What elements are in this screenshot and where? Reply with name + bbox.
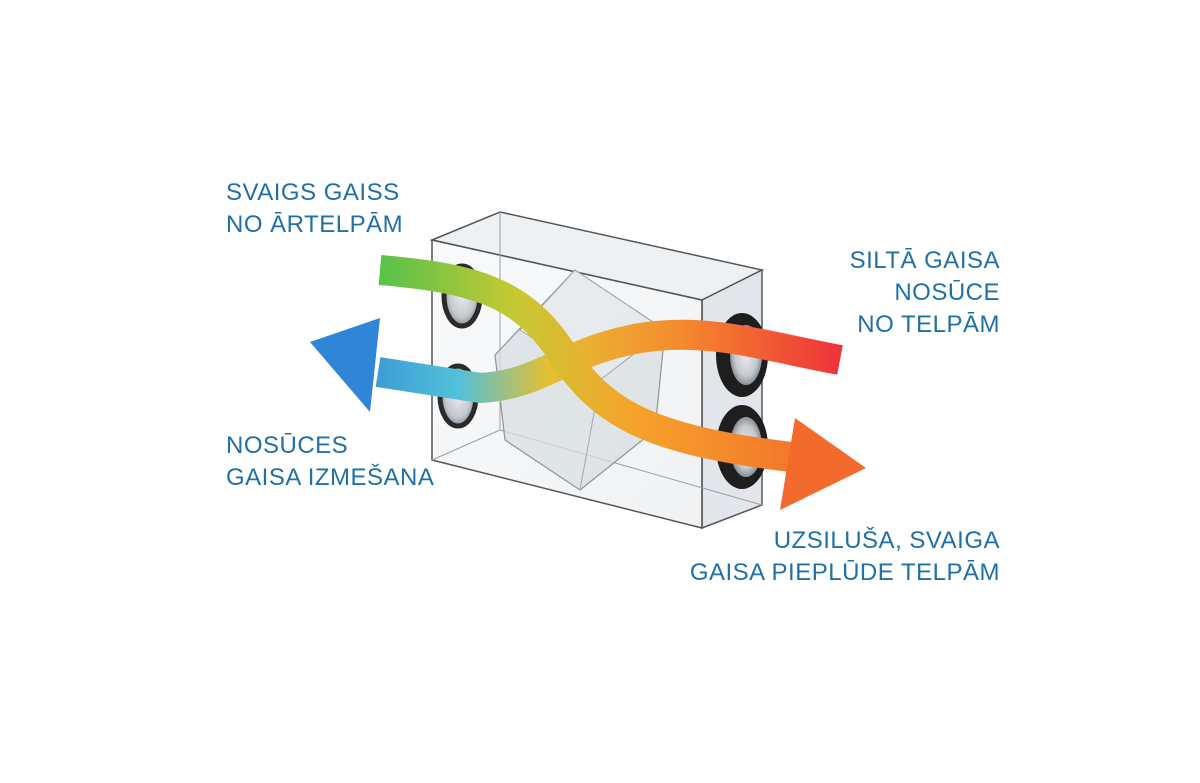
- label-line: NO TELPĀM: [857, 311, 1000, 338]
- fresh-air-intake-label: SVAIGS GAISS NO ĀRTELPĀM: [226, 177, 403, 241]
- label-line: GAISA PIEPLŪDE TELPĀM: [689, 559, 1000, 586]
- supply-air-in-label: UZSILUŠA, SVAIGA GAISA PIEPLŪDE TELPĀM: [680, 525, 1000, 589]
- warm-air-extract-label: SILTĀ GAISA NOSŪCE NO TELPĀM: [800, 245, 1000, 341]
- extract-air-arrow: [310, 318, 843, 412]
- label-line: SILTĀ GAISA: [849, 247, 1000, 274]
- label-line: NOSŪCE: [894, 279, 1000, 306]
- exhaust-air-out-label: NOSŪCES GAISA IZMEŠANA: [226, 430, 434, 494]
- label-line: SVAIGS GAISS: [226, 179, 400, 206]
- fresh-air-arrow: [378, 255, 866, 510]
- label-line: GAISA IZMEŠANA: [226, 464, 435, 491]
- label-line: NOSŪCES: [226, 432, 349, 459]
- label-line: UZSILUŠA, SVAIGA: [773, 527, 1000, 554]
- label-line: NO ĀRTELPĀM: [226, 211, 404, 238]
